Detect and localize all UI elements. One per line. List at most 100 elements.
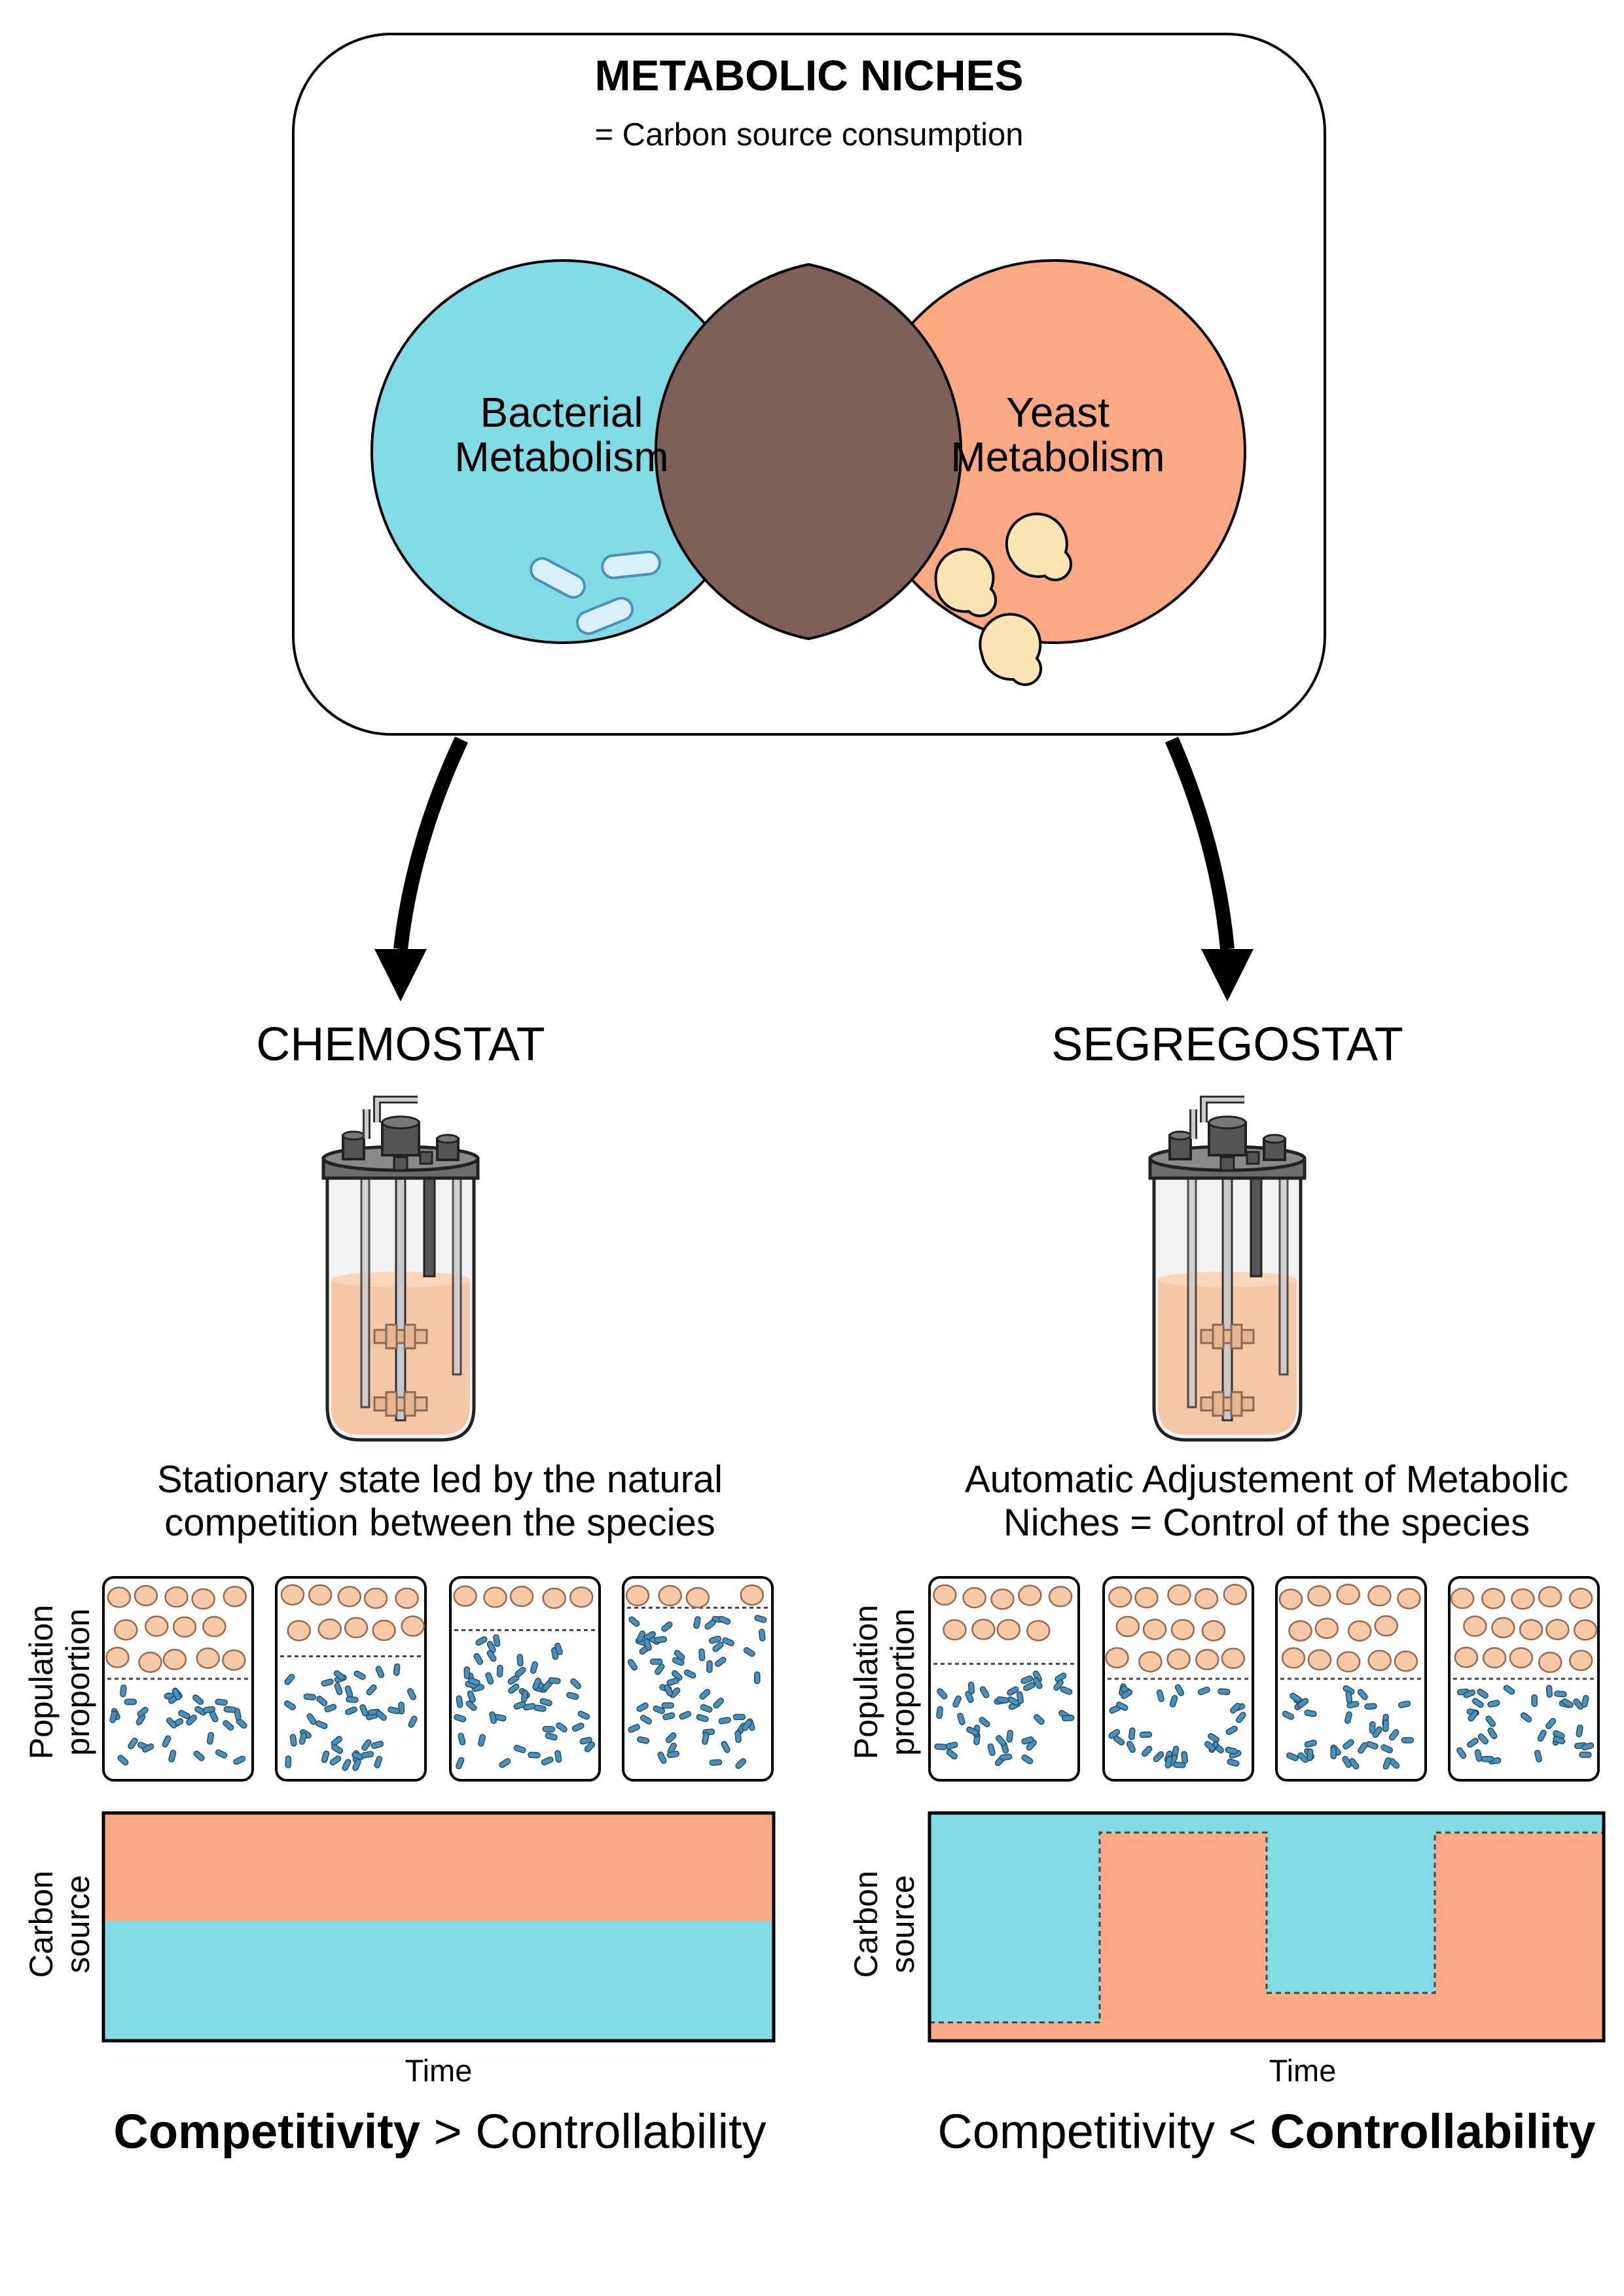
bacteria-cell <box>628 1616 640 1627</box>
bacteria-cell <box>742 1719 752 1731</box>
yeast-cell <box>107 1587 132 1608</box>
bacteria-cell <box>699 1689 711 1700</box>
yeast-cell <box>317 1618 342 1640</box>
segregostat-title: SEGREGOSTAT <box>1051 1018 1403 1071</box>
bacteria-cell <box>732 1713 746 1721</box>
yeast-label-line2: Metabolism <box>950 433 1164 480</box>
bacteria-cell <box>758 1628 766 1641</box>
bacteria-cell <box>718 1615 731 1625</box>
yeast-cell <box>1397 1588 1421 1609</box>
bacteria-cell <box>1474 1749 1483 1762</box>
bacteria-cell <box>934 1743 947 1750</box>
yeast-cell <box>453 1585 477 1607</box>
bacteria-cell <box>1364 1703 1377 1710</box>
bacteria-cell <box>1108 1729 1121 1739</box>
yeast-cell <box>1450 1587 1475 1609</box>
bacteria-cell <box>661 1621 673 1632</box>
svg-text:source: source <box>60 1875 96 1973</box>
yeast-cell <box>933 1584 957 1606</box>
bacteria-cell <box>556 1722 568 1732</box>
bacteria-cell <box>1286 1752 1299 1761</box>
yeast-cell <box>337 1586 362 1607</box>
bacteria-cell <box>996 1735 1007 1747</box>
bacteria-cell <box>1477 1689 1489 1699</box>
bacteria-cell <box>657 1751 667 1764</box>
yeast-cell <box>943 1619 967 1641</box>
yeast-cell <box>196 1647 220 1669</box>
yeast-cell <box>740 1584 765 1606</box>
bacteria-cell <box>584 1741 596 1753</box>
chemostat-conclusion: Competitivity > Controllability <box>113 2104 766 2159</box>
venn-subtitle: = Carbon source consumption <box>594 117 1023 152</box>
bacteria-cell <box>223 1719 234 1731</box>
chemostat-population-panel-4 <box>622 1576 774 1782</box>
bacteria-cell <box>1181 1751 1189 1764</box>
arrow-to-chemostat <box>393 736 468 950</box>
bacteria-cell <box>655 1663 665 1676</box>
bacteria-cell <box>532 1677 541 1691</box>
bacteria-cell <box>475 1636 488 1646</box>
yeast-cell <box>1115 1615 1140 1638</box>
yeast-cell <box>962 1587 986 1609</box>
bacteria-cell <box>1545 1717 1557 1729</box>
yeast-cell <box>1367 1649 1392 1672</box>
bacteria-cell <box>693 1616 701 1629</box>
chemostat-conclusion-rest: > Controllability <box>420 2104 767 2159</box>
bacteria-cell <box>1485 1715 1496 1727</box>
bacteria-cell <box>486 1650 497 1662</box>
bacteria-cell <box>627 1659 638 1671</box>
svg-text:Population: Population <box>848 1605 884 1759</box>
bacteria-cell <box>1554 1691 1567 1698</box>
bacteria-cell <box>1032 1677 1043 1689</box>
yeast-cell <box>134 1585 158 1607</box>
bacteria-cell <box>698 1648 706 1662</box>
segregostat-population-axis-label: Population proportion <box>848 1605 921 1759</box>
bacteria-cell <box>128 1737 138 1749</box>
yeast-cell <box>996 1619 1021 1641</box>
bacteria-cell <box>1208 1732 1219 1743</box>
bacteria-cell <box>1139 1731 1153 1738</box>
bacteria-cell <box>467 1690 476 1703</box>
segregostat-bioreactor-icon <box>1148 1096 1307 1442</box>
bacteria-cell <box>458 1732 466 1746</box>
bacteria-cell <box>754 1671 761 1685</box>
bacteria-cell <box>162 1735 171 1748</box>
chemostat-population-panels <box>102 1576 774 1782</box>
bacteria-cell <box>456 1757 465 1770</box>
bacteria-cell <box>465 1700 477 1712</box>
bacteria-cell <box>375 1666 385 1678</box>
bacteria-cell <box>712 1641 724 1653</box>
bacteria-cell <box>193 1750 205 1761</box>
bacteria-cell <box>1581 1695 1589 1708</box>
bacteria-cell <box>1576 1724 1583 1738</box>
bacteria-cell <box>571 1723 585 1732</box>
bacteria-cell <box>709 1759 723 1766</box>
yeast-cell <box>395 1587 419 1609</box>
bacteria-cell <box>718 1717 731 1725</box>
bacteria-cell <box>171 1688 181 1700</box>
bacteria-cell <box>117 1755 129 1766</box>
bacteria-cell <box>316 1695 328 1706</box>
bacteria-cell <box>321 1678 334 1687</box>
yeast-cell <box>1134 1587 1159 1609</box>
yeast-cell <box>223 1586 247 1607</box>
arrow-to-segregostat <box>1164 736 1235 950</box>
chemostat-yeast-carbon-band <box>103 1813 774 1921</box>
yeast-cell <box>1367 1585 1392 1607</box>
bacteria-cell <box>233 1755 245 1765</box>
bacteria-cell <box>334 1683 343 1695</box>
bacteria-cell <box>640 1715 652 1725</box>
segregostat-conclusion-rest: Competitivity < <box>937 2104 1270 2159</box>
bacteria-cell <box>1463 1689 1476 1698</box>
chemostat-population-panel-2 <box>275 1576 427 1782</box>
bacteria-cell <box>1330 1746 1337 1759</box>
bacteria-cell <box>456 1695 463 1708</box>
segregostat-time-label: Time <box>1269 2053 1337 2088</box>
bacteria-cell <box>393 1663 401 1676</box>
bacteria-cell <box>1235 1712 1246 1723</box>
bacteria-cell <box>137 1706 149 1717</box>
bacteria-cell <box>1007 1686 1019 1696</box>
bacteria-cell <box>1060 1686 1073 1695</box>
yeast-cell <box>1538 1651 1562 1674</box>
bacteria-cell <box>548 1677 561 1685</box>
